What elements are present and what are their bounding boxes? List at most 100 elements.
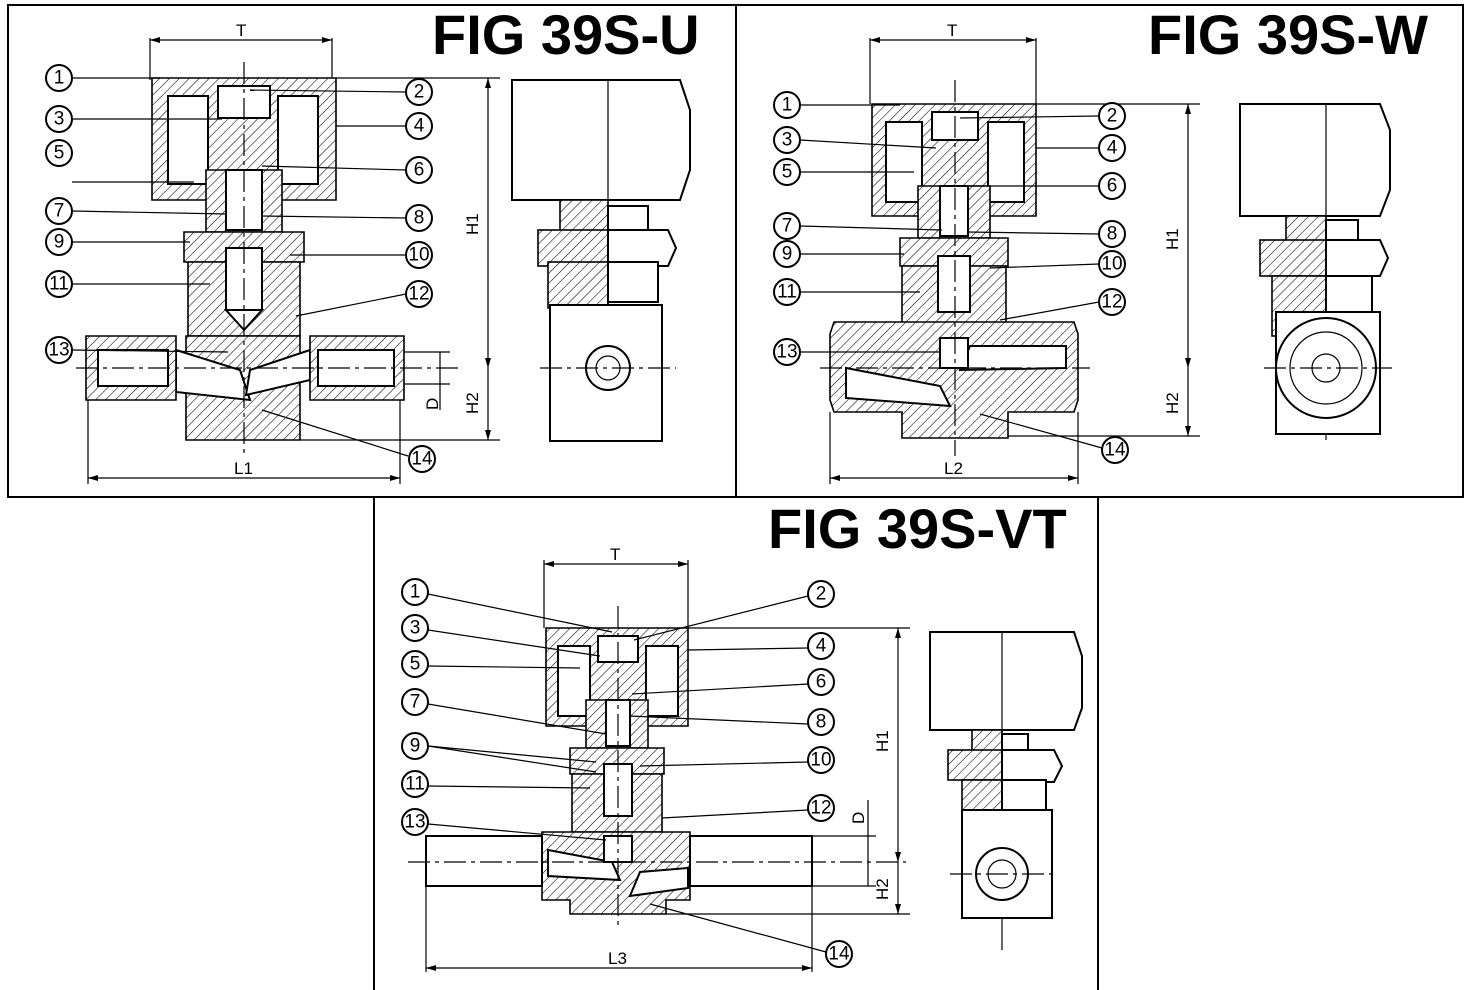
svg-text:5: 5 bbox=[782, 162, 793, 183]
svg-text:8: 8 bbox=[816, 712, 827, 733]
svg-text:4: 4 bbox=[816, 636, 827, 657]
callout: 1 bbox=[401, 578, 613, 633]
svg-text:2: 2 bbox=[1107, 106, 1118, 127]
svg-text:6: 6 bbox=[1107, 176, 1118, 197]
callout: 8 bbox=[967, 220, 1126, 248]
svg-text:3: 3 bbox=[54, 109, 65, 130]
callout: 6 bbox=[631, 668, 835, 696]
dimension-h1: H1 bbox=[1036, 103, 1200, 368]
callout: 1 bbox=[45, 64, 160, 92]
callout: 9 bbox=[401, 732, 597, 773]
svg-text:7: 7 bbox=[54, 201, 65, 222]
callout: 11 bbox=[401, 770, 591, 798]
dimension-l2: L2 bbox=[829, 412, 1079, 484]
callout: 6 bbox=[261, 156, 433, 184]
svg-text:6: 6 bbox=[816, 672, 827, 693]
svg-text:13: 13 bbox=[776, 342, 797, 363]
dimension-h2: H2 bbox=[1008, 368, 1200, 437]
handwheel bbox=[871, 103, 1037, 217]
dimension-t: T bbox=[543, 545, 689, 628]
callout: 8 bbox=[261, 204, 433, 232]
dimension-t: T bbox=[869, 21, 1037, 104]
callout: 13 bbox=[773, 338, 940, 366]
dim-label-h1: H1 bbox=[1163, 228, 1182, 250]
svg-text:14: 14 bbox=[1104, 440, 1126, 461]
callout: 4 bbox=[1036, 134, 1126, 162]
callout: 3 bbox=[773, 126, 937, 154]
callout: 3 bbox=[401, 614, 601, 657]
callout: 5 bbox=[45, 139, 194, 183]
svg-text:11: 11 bbox=[777, 282, 797, 303]
svg-text:4: 4 bbox=[414, 116, 425, 137]
callout: 13 bbox=[45, 336, 229, 364]
dim-label-l3: L3 bbox=[608, 949, 627, 968]
svg-text:5: 5 bbox=[410, 654, 421, 675]
callout: 8 bbox=[629, 708, 835, 736]
svg-text:3: 3 bbox=[782, 130, 793, 151]
callout: 11 bbox=[45, 270, 210, 298]
svg-text:7: 7 bbox=[410, 692, 421, 713]
tube-stub-right bbox=[689, 835, 813, 887]
svg-text:13: 13 bbox=[404, 812, 425, 833]
dim-label-t: T bbox=[947, 21, 957, 40]
callout: 14 bbox=[261, 409, 436, 473]
valve-body bbox=[829, 321, 1079, 439]
dim-label-h2: H2 bbox=[873, 878, 892, 900]
dim-label-d: D bbox=[423, 398, 442, 410]
dimension-l3: L3 bbox=[425, 886, 813, 972]
svg-text:1: 1 bbox=[54, 68, 65, 89]
svg-text:8: 8 bbox=[1107, 224, 1118, 245]
handwheel bbox=[545, 627, 689, 727]
callout: 13 bbox=[401, 808, 607, 841]
callout: 12 bbox=[661, 794, 835, 822]
svg-text:14: 14 bbox=[828, 944, 850, 965]
callout: 12 bbox=[295, 280, 433, 317]
dim-label-l2: L2 bbox=[944, 459, 963, 478]
panel-fig-39s-vt: FIG 39S-VT T bbox=[373, 496, 1099, 990]
svg-text:4: 4 bbox=[1107, 138, 1118, 159]
callout: 12 bbox=[999, 288, 1126, 321]
callouts-fig-39s-vt: 1 2 3 4 5 6 7 8 9 10 11 12 13 14 bbox=[401, 578, 853, 968]
callout: 10 bbox=[639, 746, 835, 774]
svg-text:11: 11 bbox=[49, 274, 69, 295]
dim-label-l1: L1 bbox=[234, 459, 253, 478]
svg-text:10: 10 bbox=[810, 750, 831, 771]
dim-label-h1: H1 bbox=[463, 213, 482, 235]
panel-fig-39s-w: FIG 39S-W T bbox=[735, 3, 1464, 498]
svg-text:12: 12 bbox=[810, 798, 831, 819]
svg-text:12: 12 bbox=[1101, 292, 1122, 313]
callout: 10 bbox=[989, 250, 1126, 278]
callout: 11 bbox=[773, 278, 920, 306]
dimension-h1: H1 bbox=[688, 627, 910, 862]
callout: 2 bbox=[249, 78, 433, 106]
stem-bonnet bbox=[569, 699, 665, 833]
svg-text:9: 9 bbox=[410, 736, 421, 757]
svg-text:9: 9 bbox=[54, 232, 65, 253]
callout: 14 bbox=[979, 413, 1129, 464]
svg-text:10: 10 bbox=[408, 245, 429, 266]
dimension-h1: H1 bbox=[336, 77, 500, 368]
callout: 4 bbox=[336, 112, 433, 140]
callout: 7 bbox=[45, 197, 227, 225]
side-view bbox=[511, 79, 691, 442]
svg-text:11: 11 bbox=[405, 774, 425, 795]
callout: 2 bbox=[633, 580, 835, 641]
dim-label-t: T bbox=[610, 545, 620, 564]
svg-text:2: 2 bbox=[816, 584, 827, 605]
dimension-h2: H2 bbox=[666, 862, 910, 915]
svg-text:1: 1 bbox=[782, 95, 793, 116]
side-view bbox=[929, 631, 1083, 950]
callout: 9 bbox=[45, 228, 190, 256]
callout: 4 bbox=[687, 632, 835, 660]
svg-text:10: 10 bbox=[1101, 254, 1122, 275]
dim-label-h1: H1 bbox=[873, 730, 892, 752]
dimension-d: D bbox=[404, 351, 450, 410]
svg-text:12: 12 bbox=[408, 284, 429, 305]
dim-label-h2: H2 bbox=[463, 392, 482, 414]
svg-text:7: 7 bbox=[782, 216, 793, 237]
svg-text:3: 3 bbox=[410, 618, 421, 639]
svg-text:6: 6 bbox=[414, 160, 425, 181]
callout: 5 bbox=[401, 650, 581, 678]
callout: 6 bbox=[968, 172, 1126, 200]
